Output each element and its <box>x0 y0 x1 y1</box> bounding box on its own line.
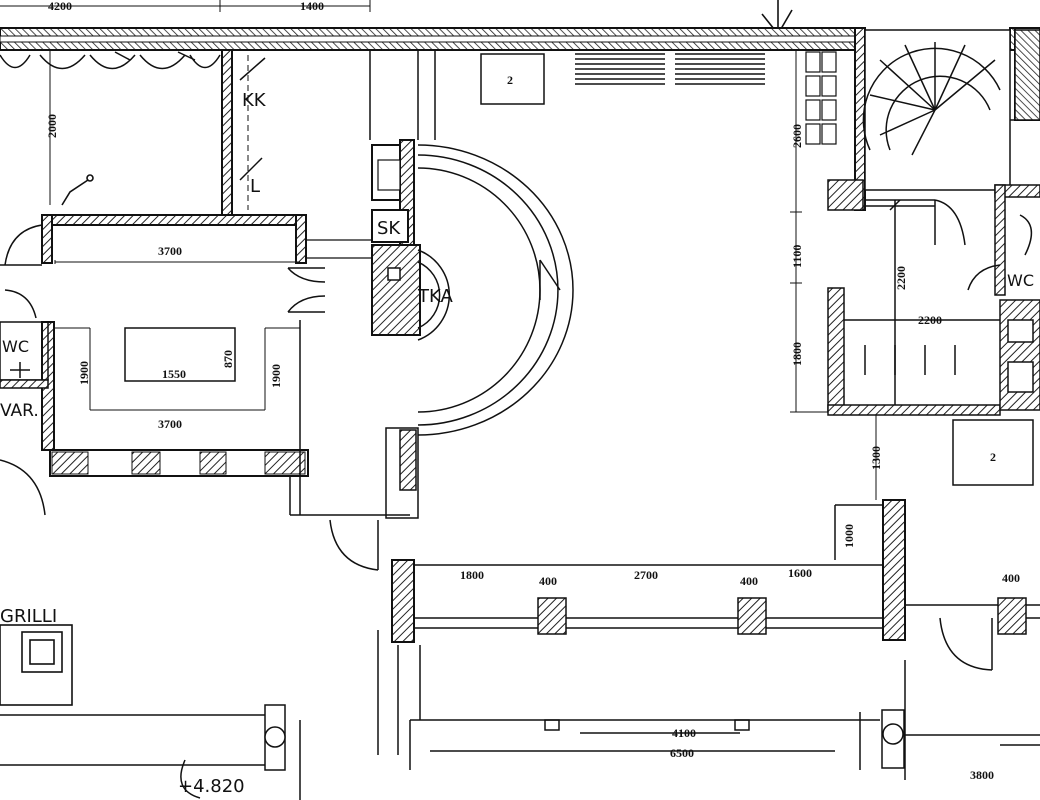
dimension-1600: 1600 <box>788 566 812 580</box>
bench-slats <box>864 345 956 375</box>
box-top-label: 2 <box>507 73 513 87</box>
dimension-2000: 2000 <box>45 114 59 138</box>
dimension-2700: 2700 <box>634 568 658 582</box>
grill <box>0 624 73 706</box>
hall-walls <box>289 50 436 571</box>
box-right-label: 2 <box>990 450 996 464</box>
dimension-2200-v: 2200 <box>894 266 908 290</box>
corridor-right <box>827 179 1001 416</box>
level-marker-label: +4.820 <box>178 776 245 797</box>
dimension-3800: 3800 <box>970 768 994 782</box>
dimension-3700-bottom: 3700 <box>158 417 182 431</box>
l-label: L <box>250 176 260 197</box>
ceiling-arches <box>0 51 221 70</box>
terrace-lines <box>0 630 1040 800</box>
dimension-1100: 1100 <box>790 245 804 268</box>
sk-label: SK <box>377 218 401 239</box>
dimension-400-b: 400 <box>740 574 758 588</box>
dimension-1300: 1300 <box>869 446 883 470</box>
var-label: VAR. <box>0 401 39 421</box>
lounge-walls <box>41 214 309 477</box>
box-right <box>952 419 1034 486</box>
grilli-label: GRILLI <box>0 606 57 627</box>
wc-right-label: WC <box>1007 271 1034 290</box>
wc-left-label: WC <box>2 337 29 356</box>
dimension-3700-top: 3700 <box>158 244 182 258</box>
lounge-doors <box>0 224 326 313</box>
top-dimension-line <box>0 0 371 12</box>
dimension-2200-h: 2200 <box>918 313 942 327</box>
sauna-right-wall <box>221 49 233 216</box>
electrical-boxes <box>805 51 837 145</box>
front-facade <box>391 499 1040 671</box>
dimension-1000: 1000 <box>842 524 856 548</box>
box-top <box>480 53 545 105</box>
curved-stair <box>417 144 574 436</box>
dimension-4100: 4100 <box>672 726 696 740</box>
dimension-1800-h: 1800 <box>460 568 484 582</box>
shower-fixture-icon <box>61 174 94 206</box>
dimension-4200: 4200 <box>48 0 72 13</box>
dimension-6500: 6500 <box>670 746 694 760</box>
dimension-1800-v: 1800 <box>790 342 804 366</box>
tka-arcs <box>417 249 450 341</box>
dimension-400-a: 400 <box>539 574 557 588</box>
dimension-1900-right: 1900 <box>269 364 283 388</box>
tka-label: TKA <box>417 286 453 307</box>
dimension-2600: 2600 <box>790 124 804 148</box>
dimension-870: 870 <box>221 350 235 368</box>
wc-left-room <box>0 289 49 516</box>
dimension-1550: 1550 <box>162 367 186 381</box>
wc-right-room <box>967 184 1040 411</box>
kitchen-column <box>306 139 421 336</box>
level-marker <box>180 759 201 799</box>
spiral-stair <box>862 29 1040 191</box>
kk-label: KK <box>242 90 267 111</box>
dimension-1900-left: 1900 <box>77 361 91 385</box>
dimension-1400: 1400 <box>300 0 324 13</box>
dimension-400-c: 400 <box>1002 571 1020 585</box>
table <box>124 327 236 382</box>
vent-grilles <box>575 53 765 85</box>
